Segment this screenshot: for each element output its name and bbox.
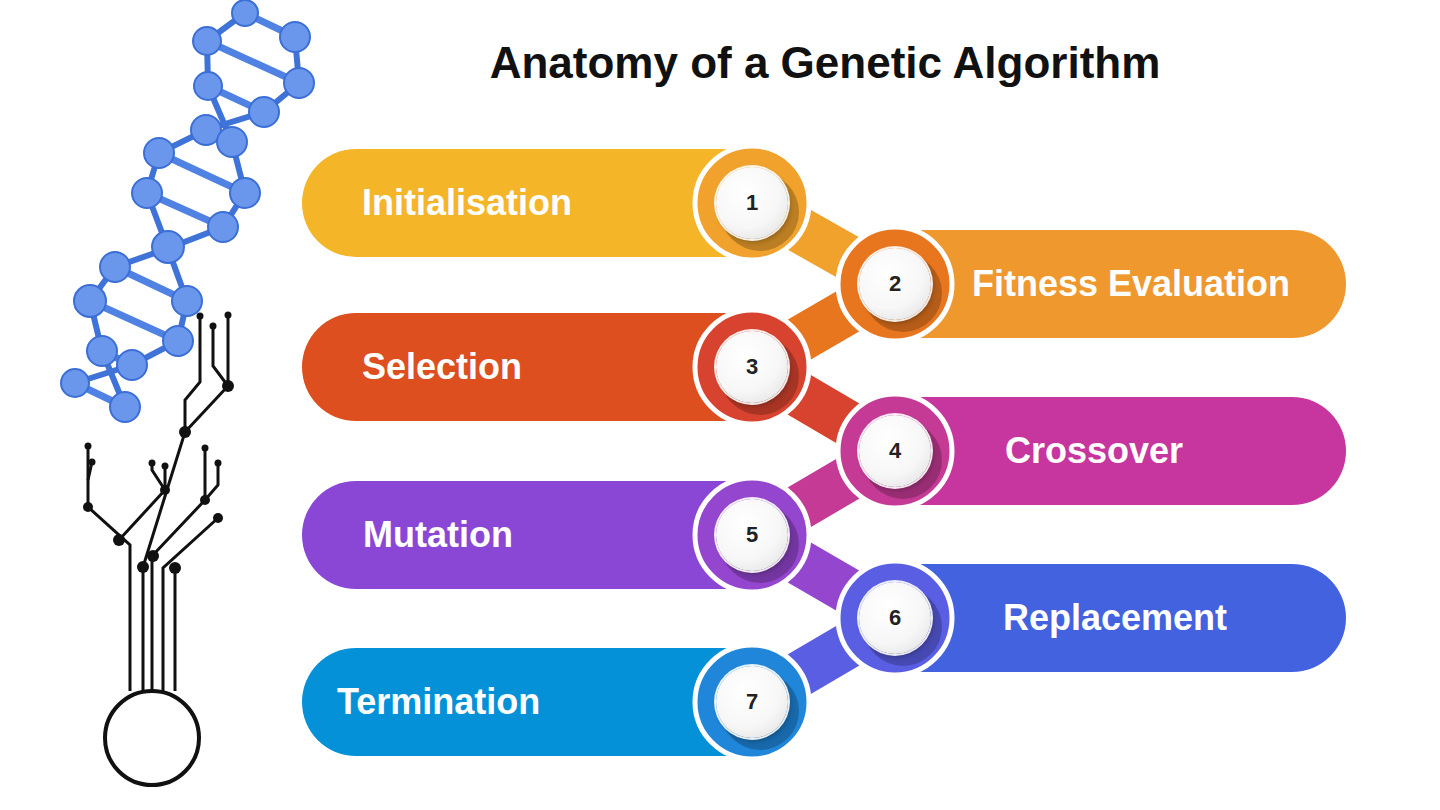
dna-strand bbox=[75, 37, 299, 383]
chain-ring bbox=[838, 561, 952, 675]
dna-bead bbox=[110, 392, 140, 422]
dna-bead bbox=[61, 369, 89, 397]
dna-bead bbox=[194, 72, 222, 100]
circuit-wire bbox=[143, 318, 228, 691]
circuit-dot bbox=[137, 561, 149, 573]
circuit-root-circle bbox=[105, 691, 199, 785]
dna-bead bbox=[100, 252, 130, 282]
diagram-title: Anatomy of a Genetic Algorithm bbox=[425, 38, 1225, 88]
dna-helix bbox=[61, 0, 314, 422]
circuit-wire bbox=[174, 568, 177, 691]
circuit-dot bbox=[225, 312, 232, 319]
step-number-circle: 4 bbox=[859, 415, 931, 487]
step-text: Crossover bbox=[1005, 430, 1183, 472]
dna-bead bbox=[193, 27, 221, 55]
step-text: 3 bbox=[746, 354, 758, 380]
circuit-dot bbox=[85, 443, 92, 450]
step-band: Crossover bbox=[895, 397, 1346, 505]
dna-bead bbox=[230, 178, 260, 208]
step-band: Initialisation bbox=[302, 149, 752, 257]
step-text: 7 bbox=[746, 689, 758, 715]
circuit-dot bbox=[113, 534, 125, 546]
step-text: 2 bbox=[889, 271, 901, 297]
dna-bead bbox=[217, 127, 247, 157]
dna-bead bbox=[172, 286, 202, 316]
circuit-wire bbox=[185, 318, 200, 432]
chain-ring bbox=[695, 146, 809, 260]
dna-bead bbox=[144, 138, 174, 168]
circuit-dot bbox=[149, 460, 156, 467]
dna-bead bbox=[280, 22, 310, 52]
step-text: Fitness Evaluation bbox=[972, 263, 1290, 305]
step-number-circle: 7 bbox=[716, 666, 788, 738]
dna-bead bbox=[232, 0, 258, 26]
step-number-circle: 5 bbox=[716, 499, 788, 571]
chain-ring bbox=[838, 227, 952, 341]
circuit-dot bbox=[210, 323, 217, 330]
step-number-circle: 3 bbox=[716, 331, 788, 403]
circuit-dot bbox=[147, 550, 159, 562]
dna-bead bbox=[208, 212, 238, 242]
dna-bead bbox=[87, 336, 117, 366]
dna-bead bbox=[132, 178, 162, 208]
step-text: 5 bbox=[746, 522, 758, 548]
chain-ring bbox=[695, 478, 809, 592]
circuit-dots bbox=[83, 312, 234, 575]
step-band: Mutation bbox=[302, 481, 752, 589]
step-number-circle: 2 bbox=[859, 248, 931, 320]
step-number-circle: 6 bbox=[859, 582, 931, 654]
step-band: Termination bbox=[302, 648, 752, 756]
step-text: Replacement bbox=[1003, 597, 1227, 639]
step-text: Termination bbox=[337, 681, 540, 723]
circuit-dot bbox=[213, 513, 223, 523]
step-text: 4 bbox=[889, 438, 901, 464]
step-text: 1 bbox=[746, 190, 758, 216]
step-text: Initialisation bbox=[362, 182, 572, 224]
circuit-wire bbox=[163, 518, 218, 691]
circuit-dot bbox=[179, 426, 191, 438]
circuit-dot bbox=[89, 459, 96, 466]
chain-ring bbox=[838, 394, 952, 508]
dna-beads bbox=[61, 0, 314, 422]
circuit-wire bbox=[152, 465, 218, 691]
dna-bead bbox=[284, 68, 314, 98]
circuit-dot bbox=[200, 495, 210, 505]
dna-bead bbox=[152, 231, 184, 263]
step-text: 6 bbox=[889, 605, 901, 631]
circuit-wire bbox=[204, 450, 207, 500]
dna-rungs bbox=[75, 13, 299, 407]
circuit-dot bbox=[169, 562, 181, 574]
step-band: Replacement bbox=[895, 564, 1346, 672]
chain-ring bbox=[695, 645, 809, 759]
circuit-dot bbox=[202, 445, 209, 452]
dna-bead bbox=[249, 97, 279, 127]
circuit-wire bbox=[213, 328, 228, 386]
circuit-dot bbox=[215, 460, 222, 467]
step-text: Mutation bbox=[363, 514, 513, 556]
circuit-tree bbox=[88, 318, 228, 785]
circuit-wire bbox=[88, 448, 130, 691]
circuit-dot bbox=[162, 463, 169, 470]
step-number-circle: 1 bbox=[716, 167, 788, 239]
circuit-dot bbox=[222, 380, 234, 392]
step-band: Selection bbox=[302, 313, 752, 421]
circuit-dot bbox=[160, 485, 170, 495]
dna-bead bbox=[74, 285, 106, 317]
dna-bead bbox=[163, 326, 193, 356]
circuit-dot bbox=[197, 313, 204, 320]
chain-rings bbox=[695, 146, 952, 759]
dna-bead bbox=[117, 350, 147, 380]
step-text: Selection bbox=[362, 346, 522, 388]
circuit-dot bbox=[83, 502, 93, 512]
step-band: Fitness Evaluation bbox=[895, 230, 1346, 338]
chain-ring bbox=[695, 310, 809, 424]
chain-shadows bbox=[721, 173, 942, 750]
